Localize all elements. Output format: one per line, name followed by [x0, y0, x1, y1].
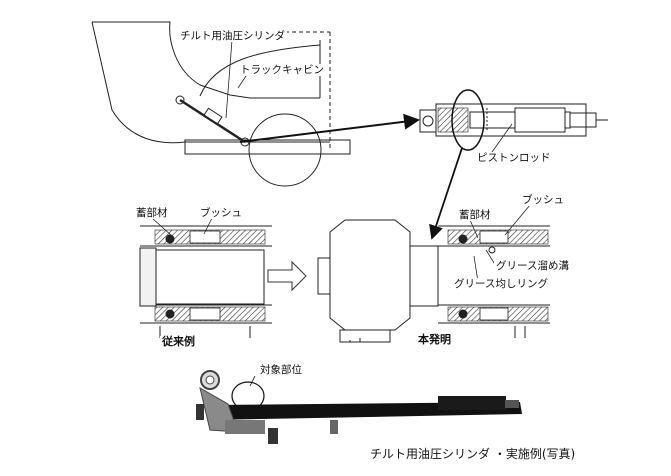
- label-bush-right: ブッシュ: [520, 194, 566, 206]
- leader-piston-rod: [491, 123, 513, 153]
- label-conventional: 従来例: [160, 335, 197, 348]
- cylinder-photo: [196, 370, 522, 444]
- label-grease-groove: グリース溜め溝: [494, 260, 571, 272]
- label-target-area: 対象部位: [258, 364, 304, 376]
- label-truck-cab: トラックキャビン: [238, 64, 326, 76]
- leader-storage-left: [151, 217, 173, 237]
- label-piston-rod: ピストンロッド: [475, 152, 553, 164]
- photo-caption: チルト用油圧シリンダ ・実施例(写真): [368, 447, 578, 461]
- leader-target-area: [249, 375, 256, 387]
- detail-circle: [451, 89, 485, 151]
- arrow-to-invention: [429, 147, 463, 240]
- leader-bush-right: [504, 204, 531, 236]
- label-invention: 本発明: [416, 333, 453, 346]
- label-storage-material-left: 蓄部材: [134, 207, 170, 219]
- label-tilt-cylinder: チルト用油圧シリンダ: [178, 30, 287, 42]
- invention-section: [317, 219, 550, 343]
- transition-arrow: [267, 260, 307, 292]
- truck-cab-drawing: [91, 21, 351, 187]
- conventional-section: [139, 225, 272, 338]
- leader-bush-left: [203, 217, 213, 235]
- leader-tilt-cylinder: [225, 39, 233, 119]
- cylinder-drawing: [419, 103, 608, 137]
- label-bush-left: ブッシュ: [198, 207, 244, 219]
- label-grease-ring: グリース均しリング: [452, 278, 550, 290]
- label-storage-material-right: 蓄部材: [457, 209, 493, 221]
- leader-grease-ring: [473, 255, 479, 283]
- arrow-to-cylinder: [239, 113, 420, 143]
- leader-storage-right: [469, 219, 479, 239]
